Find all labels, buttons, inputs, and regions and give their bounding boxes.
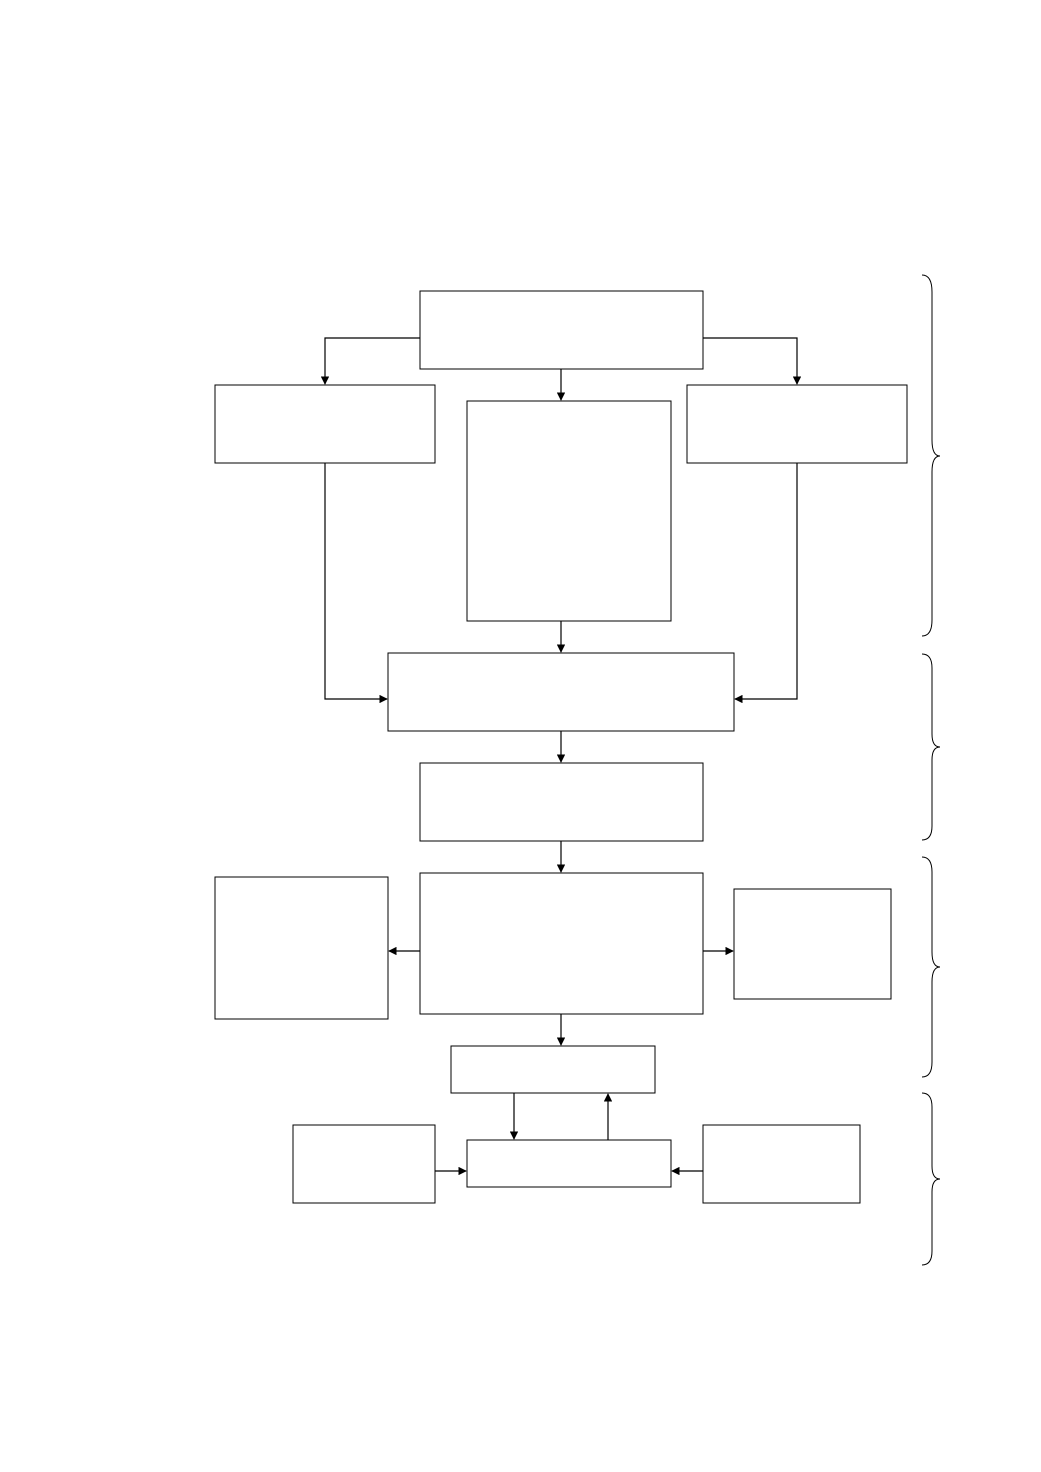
brace-stage-1 bbox=[921, 274, 941, 637]
box-hub bbox=[419, 872, 704, 1015]
box-step-3 bbox=[450, 1045, 656, 1094]
box-right-1 bbox=[686, 384, 908, 464]
edge-top-to-right-1 bbox=[703, 337, 802, 385]
edge-top-to-left-1 bbox=[320, 337, 420, 385]
brace-stage-2 bbox=[921, 653, 941, 841]
box-left-1 bbox=[214, 384, 436, 464]
box-top bbox=[419, 290, 704, 370]
box-bottom-center bbox=[466, 1139, 672, 1188]
box-bottom-right bbox=[702, 1124, 861, 1204]
box-merge bbox=[387, 652, 735, 732]
brace-stage-4 bbox=[921, 1092, 941, 1266]
brace-stage-3 bbox=[921, 856, 941, 1078]
box-bottom-left bbox=[292, 1124, 436, 1204]
box-center-tall bbox=[466, 400, 672, 622]
edge-left-1-to-merge bbox=[324, 463, 388, 704]
edge-right-1-to-merge bbox=[734, 463, 798, 704]
box-hub-left bbox=[214, 876, 389, 1020]
box-hub-right bbox=[733, 888, 892, 1000]
box-step-2 bbox=[419, 762, 704, 842]
